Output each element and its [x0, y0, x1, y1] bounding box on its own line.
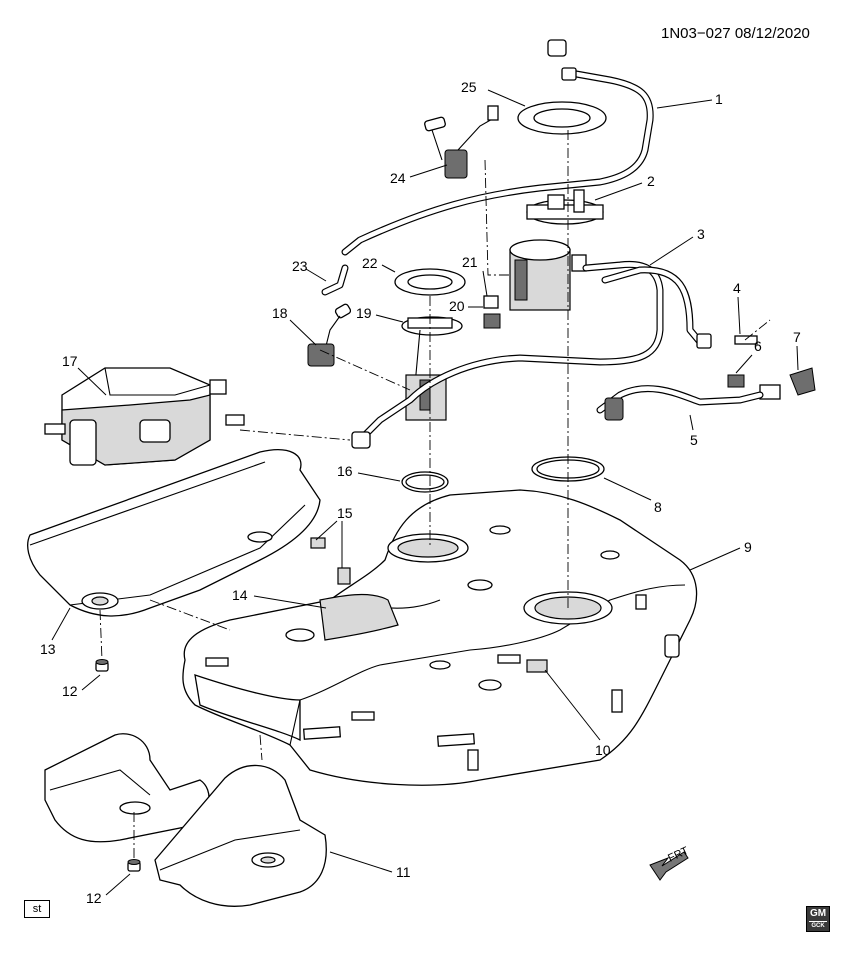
filter-4 — [734, 335, 758, 345]
fuel-level-sensor-24 — [424, 105, 499, 179]
lower-right-heat-shield — [154, 764, 327, 907]
valve-20 — [483, 313, 501, 329]
gm-logo-text: GM — [809, 908, 827, 919]
upper-heat-shield — [27, 449, 321, 617]
connector-6 — [727, 374, 745, 388]
vapor-pipe — [596, 385, 764, 421]
callout-20: 20 — [449, 298, 465, 314]
callout-12-upper: 12 — [62, 683, 78, 699]
callout-14: 14 — [232, 587, 248, 603]
callout-23: 23 — [292, 258, 308, 274]
connector-6b — [759, 384, 781, 400]
callout-17: 17 — [62, 353, 78, 369]
callout-18: 18 — [272, 305, 288, 321]
fuel-level-sensor-secondary — [307, 303, 352, 367]
gm-logo-sub: GCK — [809, 921, 827, 930]
callout-10: 10 — [595, 742, 611, 758]
st-badge: st — [24, 900, 50, 918]
hose-23 — [322, 265, 348, 295]
callout-25: 25 — [461, 79, 477, 95]
insulator-b — [337, 567, 351, 585]
lock-ring-22 — [394, 268, 466, 296]
callout-2: 2 — [647, 173, 655, 189]
callout-9: 9 — [744, 539, 752, 555]
tank-label — [526, 659, 548, 673]
callout-12-lower: 12 — [86, 890, 102, 906]
callout-8: 8 — [654, 499, 662, 515]
fuel-sender-module-secondary — [401, 316, 463, 421]
front-direction-arrow: FRT — [649, 845, 691, 881]
clip-7 — [789, 367, 816, 396]
insulator-a — [310, 537, 326, 549]
callout-24: 24 — [390, 170, 406, 186]
tank-pad — [319, 593, 399, 641]
fuel-pump-module — [509, 189, 604, 311]
callout-16: 16 — [337, 463, 353, 479]
callout-21: 21 — [462, 254, 478, 270]
callout-15: 15 — [337, 505, 353, 521]
callout-3: 3 — [697, 226, 705, 242]
callout-1: 1 — [715, 91, 723, 107]
fuel-feed-pipe — [341, 39, 654, 256]
gm-logo: GM GCK — [806, 906, 830, 932]
callout-7: 7 — [793, 329, 801, 345]
lock-ring-25 — [517, 101, 607, 135]
nut-upper — [95, 659, 109, 672]
diagram-code-date: 1N03−027 08/12/2020 — [661, 25, 810, 42]
callout-6: 6 — [754, 338, 762, 354]
callout-22: 22 — [362, 255, 378, 271]
evap-canister — [44, 367, 245, 466]
callout-11: 11 — [396, 864, 411, 880]
evap-pipe — [351, 260, 712, 449]
nut-lower — [127, 859, 141, 872]
callout-13: 13 — [40, 641, 56, 657]
callout-4: 4 — [733, 280, 741, 296]
clip-21 — [483, 295, 499, 309]
callout-5: 5 — [690, 432, 698, 448]
callout-19: 19 — [356, 305, 372, 321]
